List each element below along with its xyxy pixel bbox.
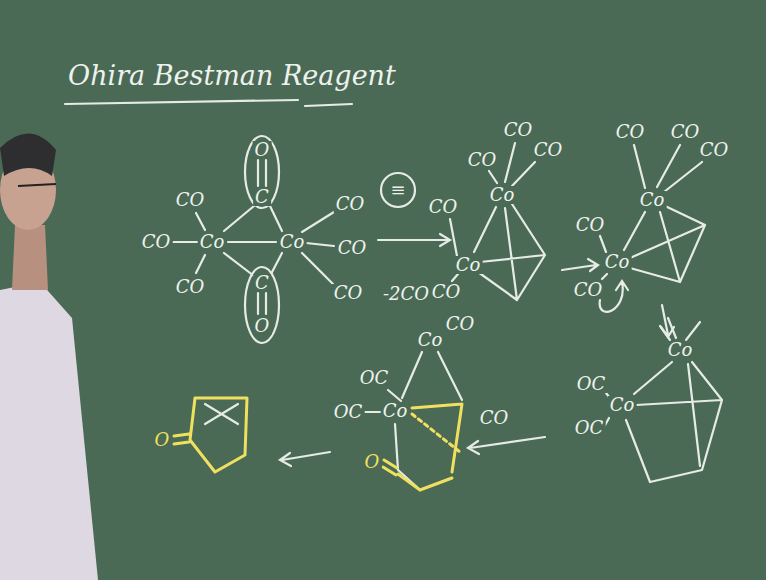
lecturer-neck <box>12 225 48 290</box>
formula-label: CO <box>466 151 499 169</box>
reaction-arrow <box>280 452 330 466</box>
formula-label: Co <box>381 402 410 420</box>
formula-label: CO <box>572 281 605 299</box>
formula-label: CO <box>174 191 207 209</box>
formula-label: Co <box>454 256 483 274</box>
formula-label: Co <box>416 331 445 349</box>
formula-label: CO <box>332 284 365 302</box>
bridging-co-circle <box>245 136 279 208</box>
formula-label: CO <box>669 123 702 141</box>
formula-label: CO <box>334 195 367 213</box>
formula-label: CO <box>698 141 731 159</box>
formula-label: -2CO <box>381 285 431 303</box>
reaction-arrow <box>661 305 674 337</box>
formula-label: O <box>363 453 382 471</box>
formula-label: CO <box>336 239 369 257</box>
formula-label: CO <box>614 123 647 141</box>
formula-label: Co <box>198 233 227 251</box>
formula-label: Co <box>638 191 667 209</box>
lecturer-coat <box>0 282 98 580</box>
formula-label: CO <box>140 233 173 251</box>
alkene-insertion-complex <box>600 145 705 312</box>
alkyne-cobalt-complex <box>450 143 545 300</box>
formula-label: Co <box>488 186 517 204</box>
reaction-arrow <box>378 234 450 246</box>
ring-mark <box>205 404 238 424</box>
bridging-co-circle <box>245 267 279 343</box>
formula-label: CO <box>174 278 207 296</box>
reaction-arrow <box>468 437 545 454</box>
formula-label: Co <box>608 396 637 414</box>
formula-label: ≡ <box>388 181 407 199</box>
dicobalt-octacarbonyl <box>173 160 334 314</box>
formula-label: OC <box>573 419 606 437</box>
formula-label: C <box>253 274 271 292</box>
title-underline <box>65 100 352 106</box>
formula-label: CO <box>427 198 460 216</box>
formula-label: Co <box>603 253 632 271</box>
formula-label: Co <box>666 341 695 359</box>
lecturer-hair <box>0 133 56 176</box>
cyclopentenone <box>174 398 247 472</box>
formula-label: C <box>253 188 271 206</box>
forming-bond <box>412 414 460 452</box>
alkyne-circle <box>381 173 415 207</box>
lecturer-glasses <box>18 184 56 186</box>
formula-label: OC <box>358 369 391 387</box>
formula-label: CO <box>574 216 607 234</box>
formula-label: CO <box>478 409 511 427</box>
reaction-arrow <box>562 259 598 271</box>
formula-label: OC <box>332 403 365 421</box>
formula-label: O <box>153 431 172 449</box>
formula-label: Co <box>278 233 307 251</box>
formula-label: CO <box>532 141 565 159</box>
title: Ohira Bestman Reagent <box>66 62 398 89</box>
formula-label: OC <box>575 375 608 393</box>
formula-label: O <box>253 317 272 335</box>
formula-label: CO <box>502 121 535 139</box>
formula-label: O <box>253 141 272 159</box>
formula-label: CO <box>444 315 477 333</box>
metallacycle-complex <box>604 318 722 482</box>
formula-label: CO <box>430 283 463 301</box>
